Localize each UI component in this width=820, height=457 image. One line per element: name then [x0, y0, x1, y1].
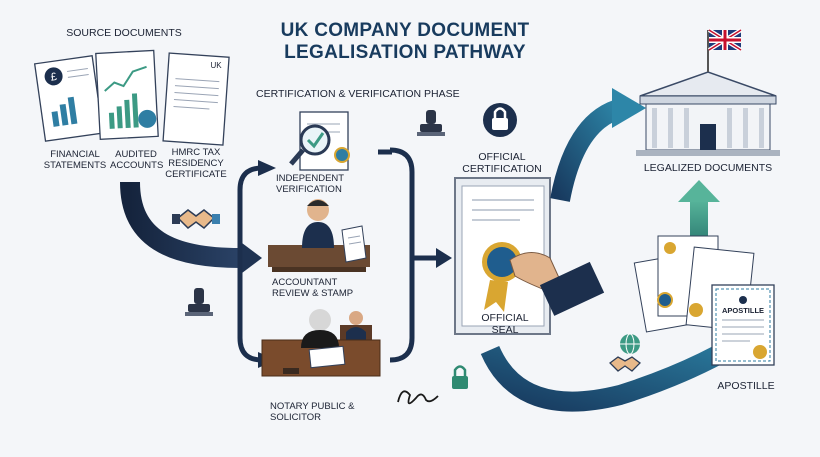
- svg-text:£: £: [50, 71, 58, 84]
- doc-label-financial-statements: Financial Statements: [43, 149, 107, 171]
- uk-flag-icon: [707, 28, 743, 72]
- doc-label-audited-accounts: Audited Accounts: [110, 149, 164, 171]
- stamp-icon: [185, 288, 213, 316]
- step-independent-verification: Independent Verification: [276, 173, 344, 195]
- signature-icon: [397, 390, 439, 405]
- globe-icon: [620, 333, 640, 355]
- apostille-cert-title: Apostille: [721, 306, 765, 315]
- notary-figure: [261, 309, 381, 377]
- page-title: UK Company Document Legalisation Pathway: [240, 20, 570, 64]
- accountant-figure: [268, 199, 370, 272]
- pound-icon: [44, 67, 63, 86]
- legalized-documents-label: Legalized Documents: [643, 162, 773, 174]
- phase-heading: Certification & Verification Phase: [256, 88, 460, 100]
- stamp-icon-top: [417, 110, 445, 136]
- title-line-1: UK Company Document: [280, 20, 530, 41]
- verification-doc: [289, 111, 350, 171]
- title-line-2: Legalisation Pathway: [284, 41, 526, 63]
- step-accountant-review: Accountant Review & Stamp: [272, 277, 354, 299]
- magnifier-icon: [299, 124, 331, 156]
- apostille-certificate: [711, 284, 775, 366]
- building-icon: [636, 71, 780, 156]
- handshake-icon: [172, 209, 220, 229]
- apostille-label: Apostille: [717, 380, 775, 392]
- padlock-icon: [483, 103, 517, 137]
- official-seal-label: Official Seal: [481, 312, 529, 337]
- step-notary-public: Notary Public & Solicitor: [270, 401, 355, 423]
- doc-label-hmrc-certificate: HMRC Tax Residency Certificate: [165, 147, 227, 180]
- padlock-icon-small: [452, 365, 468, 389]
- chart-icon: [104, 65, 147, 92]
- official-certification-label: Official Certification: [462, 151, 542, 176]
- doc-corner-mark: UK: [210, 61, 222, 70]
- source-docs-group: £: [33, 49, 230, 146]
- ribbon-seal-icon: [482, 242, 522, 312]
- source-docs-heading: Source Documents: [66, 27, 182, 39]
- handshake-icon-right: [609, 356, 641, 372]
